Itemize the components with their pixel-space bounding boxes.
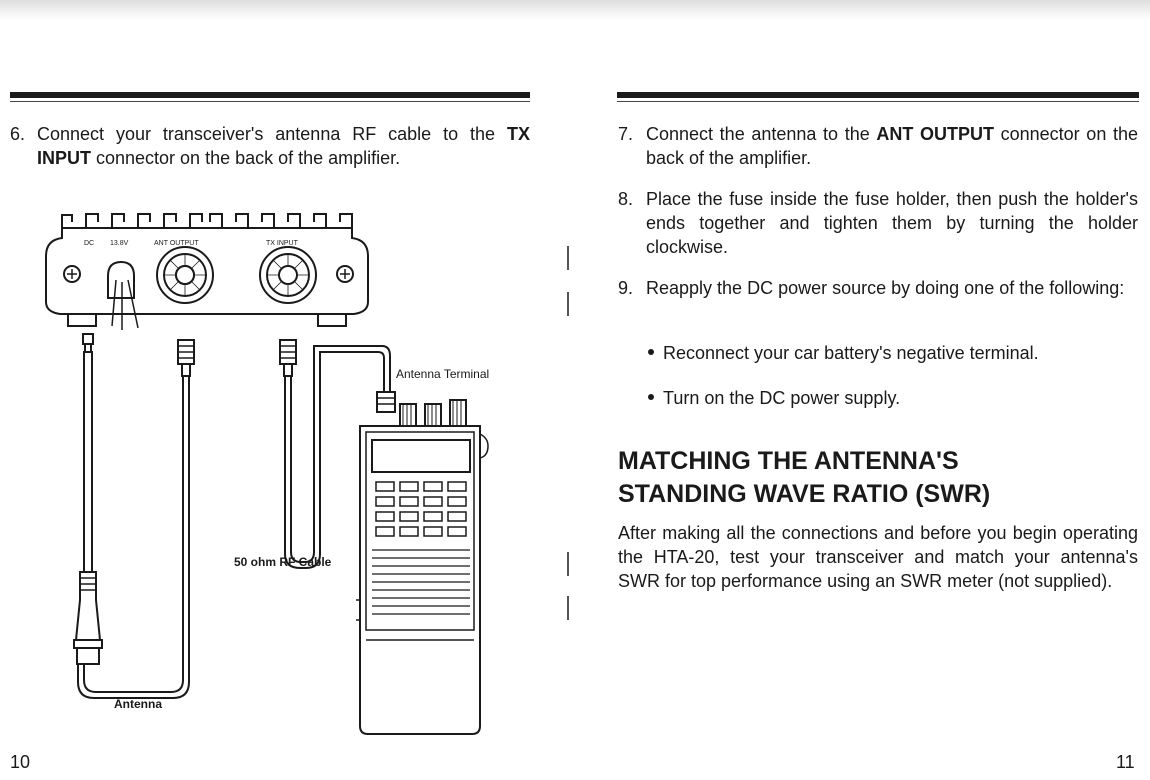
label-tx-input: TX INPUT (266, 240, 299, 247)
bullet-item: Turn on the DC power supply. (648, 386, 900, 410)
label-antenna-terminal: Antenna Terminal (396, 367, 489, 381)
label-rf-cable: 50 ohm RF Cable (234, 555, 332, 569)
right-header-rule (617, 92, 1139, 102)
label-ant-output: ANT OUTPUT (154, 240, 199, 247)
label-13-8v: 13.8V (110, 240, 129, 247)
transceiver-body (359, 425, 481, 735)
label-dc: DC (84, 240, 94, 247)
plug-ant-output (177, 339, 195, 377)
tx-input-label: TX INPUT (37, 124, 530, 168)
body-paragraph: After making all the connections and bef… (618, 523, 1138, 591)
screw-right-icon (336, 265, 354, 283)
left-header-rule (10, 92, 530, 102)
step-7: 7. Connect the antenna to the ANT OUTPUT… (618, 124, 1138, 168)
bullet-item: Reconnect your car battery's negative te… (648, 341, 1039, 365)
gutter-mark (567, 292, 569, 316)
tx-input-connector (259, 246, 317, 304)
label-antenna: Antenna (114, 697, 162, 711)
step-number: 6. (10, 124, 26, 144)
step-number: 8. (618, 189, 634, 209)
page-number-right: 11 (1116, 752, 1135, 772)
ant-output-connector (156, 246, 214, 304)
page-number-left: 10 (10, 752, 31, 772)
antenna-whip (73, 351, 103, 665)
transceiver-display (371, 439, 471, 473)
step-9: 9. Reapply the DC power source by doing … (618, 278, 1125, 298)
plug-left (82, 333, 94, 353)
gutter-mark (567, 246, 569, 270)
step-6: 6. Connect your transceiver's antenna RF… (10, 124, 530, 168)
amplifier-body (45, 227, 369, 315)
knob-2 (424, 403, 442, 427)
heatsink-fins (61, 213, 353, 228)
bullet-icon (648, 394, 654, 401)
gutter-mark (567, 552, 569, 576)
screw-left-icon (63, 265, 81, 283)
step-8: 8. Place the fuse inside the fuse holder… (618, 189, 1138, 257)
connection-diagram: DC 13.8V ANT OUTPUT TX INPUT Antenna Ter… (45, 213, 489, 735)
bullet-icon (648, 349, 654, 356)
antenna-cable (77, 376, 190, 699)
step-number: 7. (618, 124, 634, 144)
ant-output-label: ANT OUTPUT (876, 124, 994, 144)
knob-1 (399, 403, 417, 427)
gutter-mark (567, 596, 569, 620)
transceiver-keypad (375, 481, 467, 537)
rf-cable (284, 345, 391, 569)
dc-grommet (107, 260, 135, 299)
plug-tx-input (279, 339, 297, 377)
section-heading: MATCHING THE ANTENNA'S STANDING WAVE RAT… (618, 447, 991, 508)
scan-shadow (0, 0, 1150, 20)
knob-3 (449, 399, 467, 427)
speaker-grille (372, 549, 470, 615)
step-number: 9. (618, 278, 634, 298)
